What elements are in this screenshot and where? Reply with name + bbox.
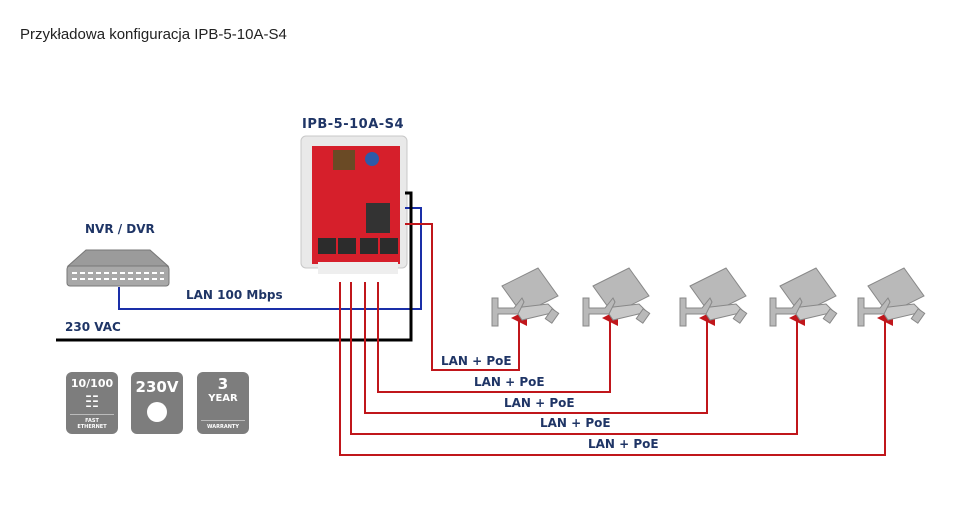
poe-cable-5 (339, 282, 893, 456)
nvr-label: NVR / DVR (85, 222, 155, 236)
camera-icon-5 (857, 267, 926, 327)
poe-label-2: LAN + PoE (474, 375, 545, 389)
device-label: IPB-5-10A-S4 (302, 117, 405, 132)
poe-cable-2 (377, 282, 618, 393)
poe-label-1: LAN + PoE (441, 354, 512, 368)
poe-label-3: LAN + PoE (504, 396, 575, 410)
warranty-badge: 3 YEAR WARRANTY (197, 372, 249, 434)
page-title: Przykładowa konfiguracja IPB-5-10A-S4 (20, 26, 287, 43)
fast-ethernet-badge: 10/100 ☷ FAST ETHERNET (66, 372, 118, 434)
nvr-icon (66, 249, 170, 287)
network-icon: ☷ (84, 392, 100, 411)
lan-cable (118, 207, 422, 310)
lan-label: LAN 100 Mbps (186, 288, 283, 302)
camera-icon-4 (769, 267, 838, 327)
poe-cable-3 (364, 282, 715, 414)
camera-icon-3 (679, 267, 748, 327)
poe-label-4: LAN + PoE (540, 416, 611, 430)
poe-label-5: LAN + PoE (588, 437, 659, 451)
ipb-device-image (300, 135, 408, 274)
power-cable (56, 191, 413, 342)
power-socket-icon (147, 402, 167, 422)
voltage-badge: 230V (131, 372, 183, 434)
poe-cable-4 (350, 282, 805, 435)
poe-cable-1 (405, 223, 527, 371)
power-label: 230 VAC (65, 320, 121, 334)
camera-icon-1 (491, 267, 560, 327)
camera-icon-2 (582, 267, 651, 327)
